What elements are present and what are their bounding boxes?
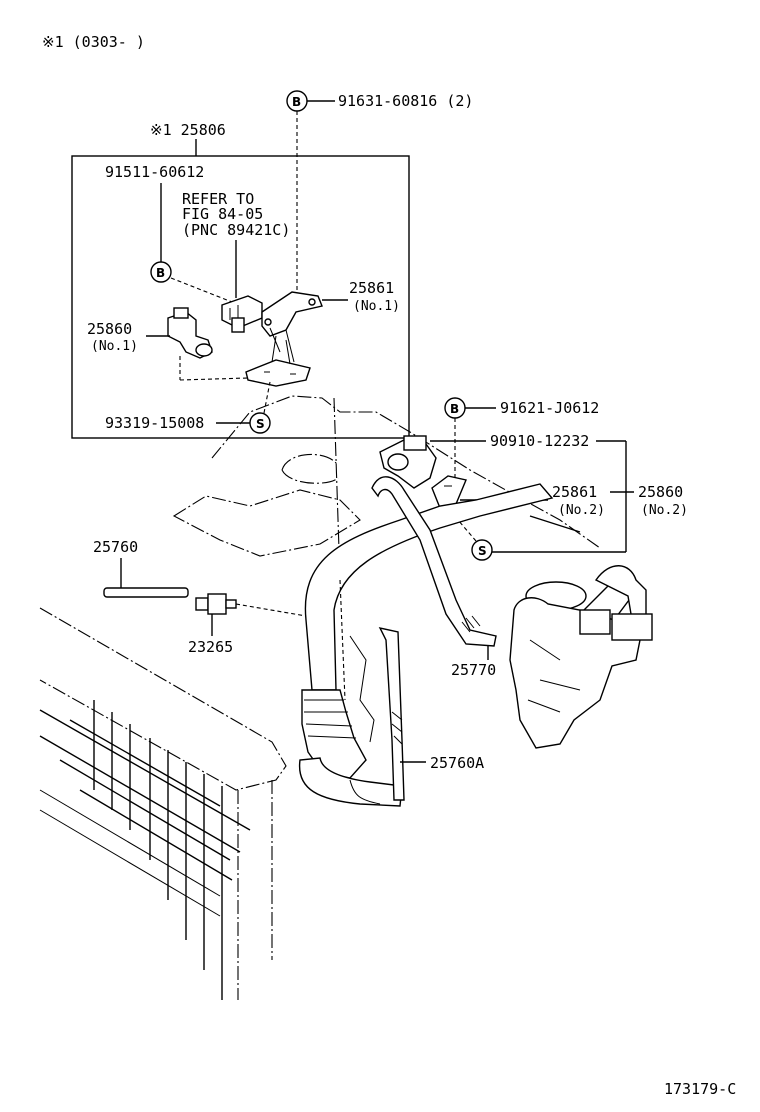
label-25860-no1[interactable]: 25860 (87, 320, 132, 338)
label-91621[interactable]: 91621-J0612 (500, 399, 599, 417)
label-25860-no1-sub: (No.1) (91, 339, 138, 354)
sensor-90910 (379, 435, 437, 489)
engine-dash-lower (339, 579, 346, 701)
hose-25770 (371, 476, 497, 647)
dash-91511 (170, 277, 233, 303)
dash-23265 (235, 603, 307, 617)
engine-vertical-dash (333, 397, 341, 581)
engine-port (281, 453, 339, 484)
svg-text:S: S (256, 417, 265, 431)
svg-text:B: B (292, 95, 301, 109)
hose-clamp-25760A (391, 711, 403, 745)
refer-line-1: REFER TO (182, 190, 254, 208)
engine-cover (172, 489, 361, 557)
label-25760[interactable]: 25760 (93, 538, 138, 556)
engine-top-outline (211, 395, 601, 549)
bolt-marker-91621[interactable]: B (444, 397, 466, 419)
bracket-25861-no1 (261, 291, 323, 363)
label-25806[interactable]: ※1 25806 (150, 121, 226, 139)
connector-part (221, 295, 263, 333)
screw-marker-right[interactable]: S (471, 539, 493, 561)
vsv-assembly-right (509, 565, 653, 749)
label-25861-no1[interactable]: 25861 (349, 279, 394, 297)
hose-loop (349, 779, 381, 805)
label-25770[interactable]: 25770 (451, 661, 496, 679)
label-23265[interactable]: 23265 (188, 638, 233, 656)
dash-vsv1-b (179, 377, 249, 381)
label-25860-no2[interactable]: 25860 (638, 483, 683, 501)
inset-box (71, 155, 410, 439)
label-25861-no2-sub: (No.2) (558, 503, 605, 518)
label-90910[interactable]: 90910-12232 (490, 432, 589, 450)
bracket-lower (245, 335, 311, 387)
label-25861-no2[interactable]: 25861 (552, 483, 597, 501)
tick-no2 (529, 515, 581, 533)
svg-text:S: S (478, 544, 487, 558)
label-25860-no2-sub: (No.2) (641, 503, 688, 518)
hose-clamp-25770 (461, 615, 481, 633)
label-91511[interactable]: 91511-60612 (105, 163, 204, 181)
valve-23265 (195, 593, 237, 615)
radiator (39, 607, 287, 1000)
refer-line-2: FIG 84-05 (182, 205, 263, 223)
label-25760A[interactable]: 25760A (430, 754, 484, 772)
label-91631[interactable]: 91631-60816 (2) (338, 92, 473, 110)
bolt-marker-91511[interactable]: B (150, 261, 172, 283)
refer-line-3: (PNC 89421C) (182, 221, 290, 239)
footer-code: 173179-C (664, 1080, 736, 1098)
svg-text:B: B (450, 402, 459, 416)
svg-text:B: B (156, 266, 165, 280)
vsv-25860-no1 (167, 307, 213, 359)
engine-bracket-lines (349, 635, 375, 743)
dash-93319 (263, 381, 271, 414)
screw-marker-93319[interactable]: S (249, 412, 271, 434)
pipe-25760 (103, 587, 189, 598)
bracket-25861-no2 (431, 475, 467, 509)
header-note: ※1 (0303- ) (42, 33, 145, 51)
label-93319[interactable]: 93319-15008 (105, 414, 204, 432)
hose-25760A (378, 626, 405, 801)
bolt-marker-91631[interactable]: B (286, 90, 308, 112)
label-25861-no1-sub: (No.1) (353, 299, 400, 314)
